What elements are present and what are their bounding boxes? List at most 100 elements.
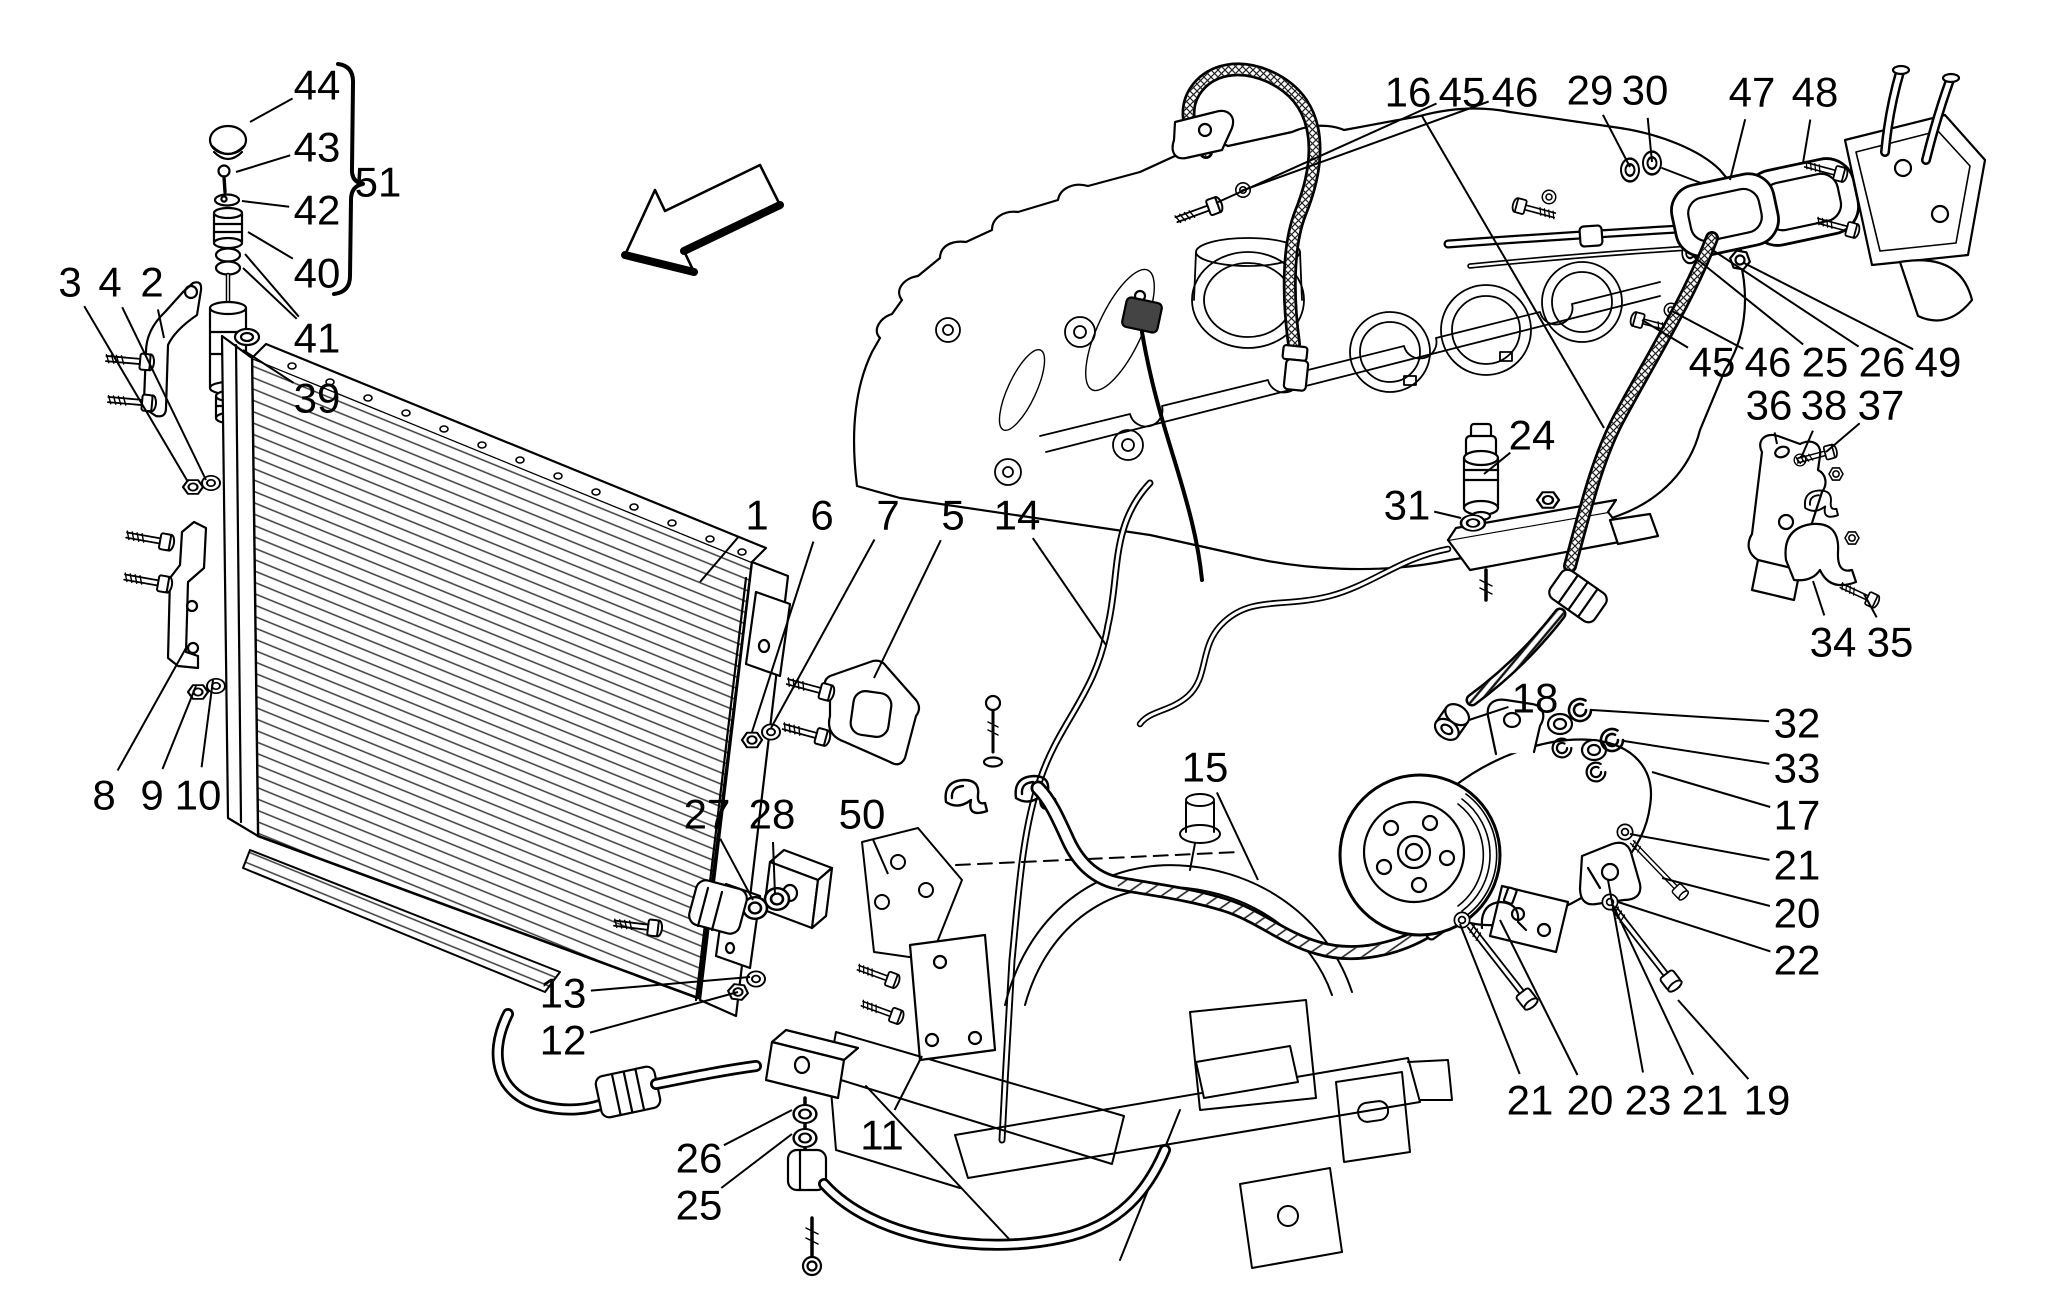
callout-label-29: 29: [1567, 67, 1614, 114]
bracket-5: [780, 659, 921, 766]
leader-line: [1812, 580, 1826, 616]
leader-line: [590, 976, 751, 992]
callout-label-36: 36: [1746, 382, 1793, 429]
callout-label-26: 26: [1859, 339, 1906, 386]
callout-label-6: 6: [810, 492, 833, 539]
bracket-11: [854, 933, 997, 1062]
leader-line: [1802, 119, 1812, 164]
heater-pipes: [1880, 64, 1961, 165]
callout-label-51: 51: [355, 159, 402, 206]
callout-label-13: 13: [540, 970, 587, 1017]
direction-arrow: [621, 163, 784, 276]
callout-label-42: 42: [294, 187, 341, 234]
leader-line: [1499, 919, 1579, 1076]
bushing-18: [1433, 703, 1471, 741]
bottom-outlet-assembly: [491, 1008, 1171, 1277]
leader-line: [770, 539, 876, 729]
wiring-connector: [1121, 289, 1204, 582]
o-ring-28: [763, 886, 791, 912]
callout-label-20: 20: [1774, 890, 1821, 937]
leader-line: [1483, 451, 1511, 475]
callout-label-33: 33: [1774, 745, 1821, 792]
leader-line: [242, 267, 298, 320]
callout-label-28: 28: [749, 791, 796, 838]
netted-hose: [1465, 231, 1719, 707]
leader-line: [751, 541, 815, 733]
callout-label-49: 49: [1915, 339, 1962, 386]
leader-line: [873, 539, 942, 679]
condenser-rail-holes: [287, 362, 747, 556]
callout-label-39: 39: [294, 375, 341, 422]
callout-label-17: 17: [1774, 792, 1821, 839]
thin-pipe-31: [1136, 545, 1452, 728]
leader-line: [720, 1133, 793, 1189]
callout-label-2: 2: [140, 259, 163, 306]
callout-label-24: 24: [1509, 412, 1556, 459]
leader-line: [1646, 117, 1653, 163]
condenser-left-tank: [220, 334, 260, 838]
callout-label-9: 9: [140, 772, 163, 819]
callout-label-45: 45: [1689, 339, 1736, 386]
leader-line: [699, 535, 740, 583]
o-ring: [214, 247, 242, 263]
passthrough-gaskets: [1670, 64, 1987, 322]
leader-line: [1623, 740, 1770, 765]
callout-label-8: 8: [92, 772, 115, 819]
callout-label-3: 3: [58, 259, 81, 306]
leader-line: [1215, 791, 1259, 881]
callout-label-40: 40: [294, 250, 341, 297]
boss-block: [762, 848, 834, 930]
callout-label-30: 30: [1622, 67, 1669, 114]
leader-line: [247, 231, 294, 260]
hose-15: [1030, 780, 1447, 960]
o-ring-31: [1459, 513, 1487, 533]
washer-26: [792, 1103, 818, 1125]
leader-line: [249, 97, 293, 123]
callout-label-18: 18: [1512, 675, 1559, 722]
leader-line: [1240, 100, 1490, 192]
callout-label-25: 25: [1802, 339, 1849, 386]
leader-line: [1617, 901, 1771, 953]
leader-line: [1651, 771, 1771, 808]
callout-label-4: 4: [98, 259, 121, 306]
leader-line: [1591, 709, 1770, 723]
callout-label-20: 20: [1567, 1077, 1614, 1124]
leader-line: [121, 306, 207, 481]
o-ring: [214, 260, 242, 276]
pressure-switch-24: [1462, 422, 1500, 522]
callout-label-41: 41: [294, 315, 341, 362]
callout-label-47: 47: [1729, 69, 1776, 116]
leader-line: [1825, 422, 1861, 453]
leader-line: [242, 349, 295, 384]
leader-line: [1710, 248, 1860, 348]
callout-label-21: 21: [1507, 1077, 1554, 1124]
leader-line: [1743, 262, 1914, 351]
leader-line: [235, 154, 291, 173]
suction-hose-16: [1171, 62, 1322, 392]
callout-label-5: 5: [941, 492, 964, 539]
callout-label-34: 34: [1810, 619, 1857, 666]
leader-line: [1729, 118, 1747, 181]
callout-label-19: 19: [1744, 1077, 1791, 1124]
callout-label-31: 31: [1384, 482, 1431, 529]
leader-line: [1661, 877, 1771, 907]
leader-line: [83, 305, 189, 483]
leader-line: [1692, 255, 1804, 346]
leader-line: [893, 1055, 923, 1111]
callout-label-7: 7: [876, 492, 899, 539]
leader-line: [872, 839, 889, 875]
callout-label-46: 46: [1492, 69, 1539, 116]
leader-line: [1800, 430, 1814, 459]
leader-line: [1641, 319, 1689, 349]
leader-line: [1863, 593, 1878, 618]
fitting-27: [612, 879, 748, 939]
leader-line: [772, 841, 776, 896]
condenser: [220, 327, 792, 1018]
leader-line: [589, 991, 739, 1034]
callout-label-45: 45: [1439, 69, 1486, 116]
callout-label-21: 21: [1774, 842, 1821, 889]
callout-label-44: 44: [294, 62, 341, 109]
pipe-14: [998, 479, 1154, 1144]
leader-line: [719, 838, 754, 901]
